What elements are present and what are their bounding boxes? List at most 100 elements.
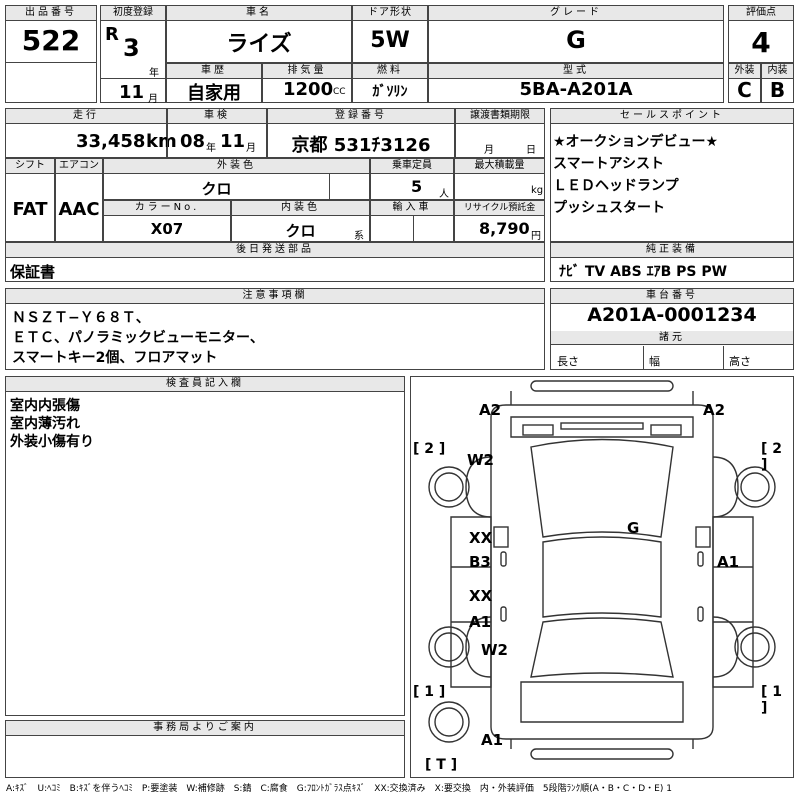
car-name-label: 車名 (167, 6, 351, 21)
grade-box: グレード G (428, 5, 724, 63)
capacity-value: 5 (411, 177, 423, 196)
inspector-box: 検査員記入欄 室内内張傷 室内薄汚れ 外装小傷有り (5, 376, 405, 716)
grade-value: G (566, 26, 586, 54)
car-name: ライズ (226, 32, 292, 57)
plate-value: 京都 531ﾁ3126 (291, 135, 431, 156)
recycle-label: リサイクル預託金 (455, 201, 544, 216)
lot-box: 出品番号 522 (5, 5, 97, 103)
office-box: 事務局よりご案内 (5, 720, 405, 778)
damage-rear-left: A1 (481, 731, 504, 749)
plate-label: 登録番号 (268, 109, 454, 124)
grade-label: グレード (429, 6, 723, 21)
notes-line: スマートキー2個、フロアマット (12, 350, 218, 366)
deadline-month-unit: 月 (484, 145, 494, 156)
sales-point-item: ＬＥＤヘッドランプ (553, 178, 679, 194)
score-box: 評価点 4 (728, 5, 794, 63)
notes-label: 注意事項欄 (6, 289, 544, 304)
damage-diagram: A2 A2 [ 2 ] [ 2 ] W2 G XX B3 A1 XX A1 W2… (410, 376, 794, 778)
insp-month: 11 (220, 131, 246, 152)
trunk-bracket: [ T ] (425, 757, 458, 773)
chassis-number: A201A-0001234 (587, 304, 757, 326)
damage-legend: A:ｷｽﾞ U:ﾍｺﾐ B:ｷｽﾞを伴うﾍｺﾐ P:要塗装 W:補修跡 S:錆 … (6, 784, 672, 794)
deadline-label: 譲渡書類期限 (456, 109, 544, 124)
damage-door-rear-left-2: A1 (469, 613, 492, 631)
shift-box: シフト FAT (5, 158, 55, 242)
plate-box: 登録番号 京都 531ﾁ3126 (267, 108, 455, 158)
int-color-box: 内装色 クロ 系 (231, 200, 370, 242)
door-type: 5W (370, 28, 410, 53)
dimensions-label: 諸元 (551, 331, 793, 345)
aircon-box: エアコン AAC (55, 158, 103, 242)
import-label: 輸入車 (371, 201, 453, 216)
damage-front-left: A2 (479, 401, 502, 419)
score-value: 4 (751, 26, 771, 59)
cc-unit: CC (333, 87, 346, 97)
deadline-day-unit: 日 (526, 145, 536, 156)
reg-year: 3 (123, 34, 140, 62)
color-no-value: X07 (150, 220, 184, 238)
length-label: 長さ (557, 355, 579, 368)
door-box: ドア形状 5W (352, 5, 428, 63)
recycle-box: リサイクル預託金 8,790 円 (454, 200, 545, 242)
damage-door-right: A1 (717, 553, 740, 571)
kg-unit: kg (531, 185, 544, 196)
sales-point-item: プッシュスタート (553, 200, 665, 216)
import-box: 輸入車 (370, 200, 454, 242)
history-value: 自家用 (187, 83, 241, 104)
damage-rear-fender-left: W2 (481, 641, 508, 659)
car-outline (428, 380, 776, 760)
persons-unit: 人 (439, 189, 449, 200)
capacity-label: 乗車定員 (371, 159, 453, 174)
aircon-value: AAC (58, 199, 100, 220)
notes-line: ＮＳＺＴ−Ｙ６８Ｔ、 (12, 310, 150, 326)
first-registration-box: 初度登録 R 3 年 11 月 (100, 5, 166, 105)
sales-point-item: ★オークションデビュー★ (553, 134, 719, 150)
model-label: 型式 (429, 64, 723, 79)
model-box: 型式 5BA-A201A (428, 63, 724, 103)
max-load-label: 最大積載量 (455, 159, 544, 174)
sales-points-box: セールスポイント ★オークションデビュー★ スマートアシスト ＬＥＤヘッドランプ… (550, 108, 794, 242)
damage-door-front-left-2: B3 (469, 553, 491, 571)
tire-rear-left-bracket: [ 1 ] (413, 684, 446, 700)
later-parts-value: 保証書 (10, 263, 56, 281)
tire-rear-right-bracket: [ 1 ] (761, 684, 783, 716)
inspector-line: 室内内張傷 (10, 398, 80, 414)
tire-front-left-bracket: [ 2 ] (413, 441, 446, 457)
car-name-box: 車名 ライズ (166, 5, 352, 63)
first-reg-label: 初度登録 (101, 6, 165, 21)
km-unit: km (146, 131, 177, 152)
displacement-label: 排気量 (263, 64, 351, 79)
ext-grade-box: 外装 C (728, 63, 761, 103)
insp-year: 08 (180, 131, 206, 152)
shift-value: FAT (12, 199, 48, 220)
ext-grade-label: 外装 (729, 64, 760, 79)
inspector-line: 室内薄汚れ (10, 416, 80, 432)
displacement-value: 1200 (283, 79, 334, 100)
notes-box: 注意事項欄 ＮＳＺＴ−Ｙ６８Ｔ、 ＥＴＣ、パノラミックビューモニター、 スマート… (5, 288, 545, 370)
sales-point-item: スマートアシスト (553, 156, 665, 172)
genuine-equipment-label: 純正装備 (551, 243, 793, 258)
reg-month-unit: 月 (148, 94, 158, 105)
sales-points-label: セールスポイント (551, 109, 793, 124)
ext-color-value: クロ (201, 180, 232, 198)
height-label: 高さ (729, 355, 751, 368)
color-no-label: カラーNo. (104, 201, 230, 216)
fuel-label: 燃料 (353, 64, 427, 79)
inspection-label: 車検 (168, 109, 266, 124)
notes-line: ＥＴＣ、パノラミックビューモニター、 (12, 330, 264, 346)
max-load-box: 最大積載量 kg (454, 158, 545, 200)
reg-era: R (105, 24, 119, 45)
damage-door-rear-left-1: XX (469, 587, 493, 605)
int-color-value: クロ (285, 222, 316, 240)
color-no-box: カラーNo. X07 (103, 200, 231, 242)
insp-year-unit: 年 (206, 143, 216, 154)
reg-year-unit: 年 (149, 68, 159, 79)
int-grade-box: 内装 B (761, 63, 794, 103)
damage-door-front-left-1: XX (469, 529, 493, 547)
tire-front-right-bracket: [ 2 ] (761, 441, 783, 473)
damage-front-fender-left: W2 (467, 451, 494, 469)
yen-unit: 円 (531, 231, 541, 242)
damage-roof: G (627, 519, 640, 537)
int-grade: B (769, 78, 786, 102)
displacement-box: 排気量 1200 CC (262, 63, 352, 103)
